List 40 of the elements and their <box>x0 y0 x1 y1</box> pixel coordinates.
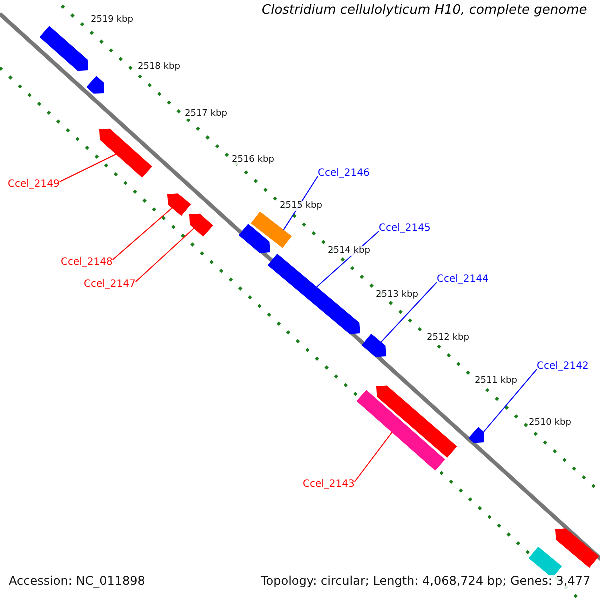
scale-label: 2514 kbp <box>328 246 370 256</box>
scale-label: 2515 kbp <box>280 201 322 212</box>
gene-feature-block <box>167 194 192 216</box>
scale-label: 2517 kbp <box>185 109 228 120</box>
gene-bar <box>251 212 292 248</box>
gene-label: Ccel_2146 <box>318 168 370 180</box>
scale-label: 2513 kbp <box>376 290 418 300</box>
gene-feature-block <box>555 528 600 568</box>
gene-label: Ccel_2147 <box>84 279 136 290</box>
leader-line <box>380 282 438 343</box>
gene-feature-block <box>86 76 105 94</box>
scale-label: 2518 kbp <box>138 62 180 72</box>
gene-label: Ccel_2148 <box>61 257 113 268</box>
gene-label: Ccel_2145 <box>379 223 431 234</box>
gene-feature-block <box>468 427 485 444</box>
scale-label: 2519 kbp <box>91 15 134 26</box>
gene-label: Ccel_2149 <box>8 179 60 190</box>
scale-label: 2511 kbp <box>475 376 518 386</box>
gene-feature-block <box>189 214 214 237</box>
gene-label: Ccel_2142 <box>537 361 589 372</box>
gene-feature-block <box>376 386 458 458</box>
leader-line <box>354 432 393 482</box>
leader-line <box>135 228 195 282</box>
gene-feature-block <box>99 128 152 178</box>
gene-feature-block <box>362 334 387 358</box>
scale-label: 2512 kbp <box>427 333 470 344</box>
gene-bar <box>356 390 446 471</box>
leader-line <box>112 208 173 260</box>
accession-text: Accession: NC_011898 <box>9 575 146 589</box>
leader-line <box>59 154 117 182</box>
gene-label: Ccel_2144 <box>437 274 489 286</box>
gene-feature-block <box>40 26 89 72</box>
scale-label: 2510 kbp <box>529 418 572 428</box>
scale-label: 2516 kbp <box>232 155 274 166</box>
leader-line <box>484 369 538 432</box>
genome-info-text: Topology: circular; Length: 4,068,724 bp; Genes: 3,477 <box>261 575 591 589</box>
title: Clostridium cellulolyticum H10, complete genome <box>262 4 588 19</box>
gene-label: Ccel_2143 <box>303 479 355 490</box>
gene-feature-block <box>238 224 271 254</box>
gene-feature-block <box>268 254 361 334</box>
